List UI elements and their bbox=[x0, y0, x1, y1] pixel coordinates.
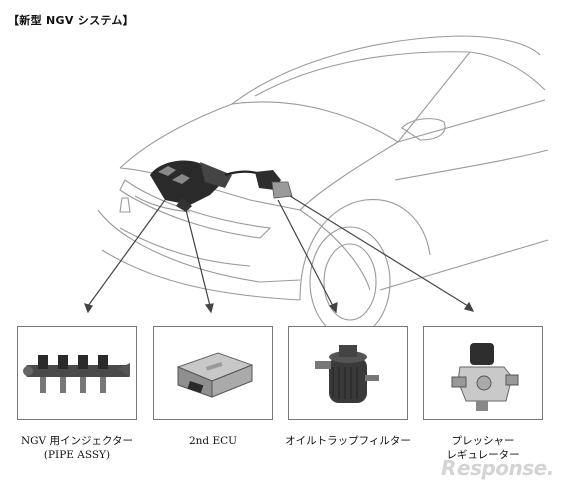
pressure-regulator-image-box bbox=[423, 326, 543, 420]
oil-trap-filter-label: オイルトラップフィルター bbox=[285, 435, 411, 447]
ecu-caption: 2nd ECU bbox=[138, 434, 288, 448]
connector-arrows bbox=[84, 195, 475, 314]
pressure-regulator-sublabel: レギュレーター bbox=[446, 449, 520, 461]
diagram-title: 【新型 NGV システム】 bbox=[8, 14, 134, 27]
response-watermark-logo: Response. bbox=[441, 456, 554, 480]
injector-label: NGV 用インジェクター bbox=[20, 435, 134, 447]
injector-image-box bbox=[17, 326, 137, 420]
oil-trap-filter-caption: オイルトラップフィルター bbox=[273, 434, 423, 448]
injector-sublabel: (PIPE ASSY) bbox=[43, 449, 111, 461]
injector-caption: NGV 用インジェクター (PIPE ASSY) bbox=[2, 434, 152, 462]
engine-components-drawing bbox=[150, 160, 293, 212]
pressure-regulator-caption: プレッシャー レギュレーター bbox=[408, 434, 558, 462]
ecu-image-box bbox=[153, 326, 273, 420]
pressure-regulator-label: プレッシャー bbox=[451, 435, 515, 447]
car-illustration bbox=[84, 35, 549, 330]
ecu-label: 2nd ECU bbox=[188, 435, 238, 447]
oil-trap-filter-image-box bbox=[288, 326, 408, 420]
